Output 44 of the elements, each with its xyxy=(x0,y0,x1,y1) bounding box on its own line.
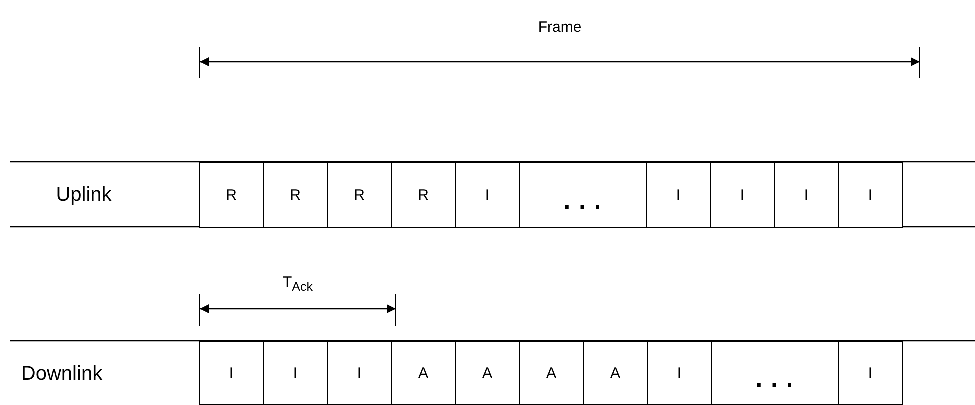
time-slot xyxy=(391,341,456,405)
slot-label: R xyxy=(418,186,429,204)
time-slot xyxy=(711,341,839,405)
time-slot xyxy=(838,162,903,228)
time-slot xyxy=(583,341,648,405)
slot-label: I xyxy=(868,186,873,204)
slot-label: R xyxy=(290,186,301,204)
time-slot xyxy=(646,162,711,228)
time-slot xyxy=(519,341,584,405)
time-slot xyxy=(199,162,264,228)
time-slot xyxy=(647,341,712,405)
slot-label: I xyxy=(677,364,682,382)
slot-label: . . . xyxy=(756,366,794,394)
time-slot xyxy=(519,162,647,228)
time-slot xyxy=(327,341,392,405)
slot-label: A xyxy=(418,364,428,382)
slot-label: I xyxy=(804,186,809,204)
slot-label: I xyxy=(357,364,362,382)
slot-label: R xyxy=(226,186,237,204)
slot-label: . . . xyxy=(564,188,602,216)
slot-label: A xyxy=(482,364,492,382)
slot-label: I xyxy=(868,364,873,382)
time-slot xyxy=(263,162,328,228)
dimension-label: Frame xyxy=(538,18,582,36)
time-slot xyxy=(327,162,392,228)
row-label: Downlink xyxy=(21,362,103,386)
slot-label: R xyxy=(354,186,365,204)
time-slot xyxy=(774,162,839,228)
slot-label: A xyxy=(546,364,556,382)
time-slot xyxy=(455,162,520,228)
time-slot xyxy=(455,341,520,405)
dimension-label: T$_{Ack}$ xyxy=(282,274,313,294)
time-slot xyxy=(199,341,264,405)
slot-label: I xyxy=(676,186,681,204)
time-slot xyxy=(391,162,456,228)
time-slot xyxy=(838,341,903,405)
slot-label: I xyxy=(740,186,745,204)
time-slot xyxy=(710,162,775,228)
row-label: Uplink xyxy=(56,184,112,206)
slot-label: I xyxy=(485,186,490,204)
time-slot xyxy=(263,341,328,405)
slot-label: I xyxy=(229,364,234,382)
slot-label: A xyxy=(610,364,620,382)
slot-label: I xyxy=(293,364,298,382)
